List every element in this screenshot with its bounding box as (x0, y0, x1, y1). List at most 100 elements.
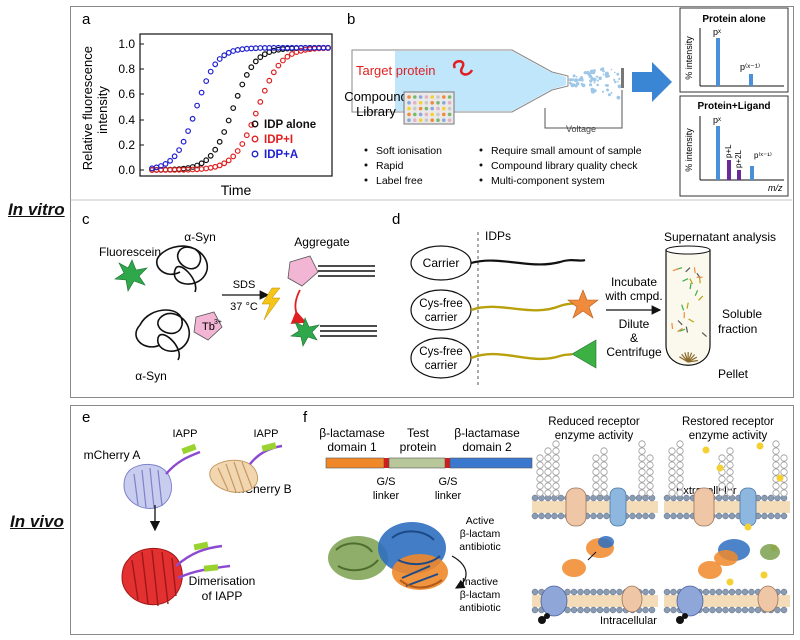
tb-label: Tb (202, 321, 215, 333)
bullet-text: Require small amount of sample (491, 145, 642, 157)
glyco-bead (772, 482, 780, 490)
data-point (243, 132, 250, 139)
tube-fragment (682, 278, 689, 282)
panel-b-letter: b (347, 11, 355, 28)
droplet (616, 95, 621, 100)
voltage-circuit (544, 90, 623, 129)
glyco-bead (676, 447, 684, 455)
test-protein-label: Test (407, 426, 430, 440)
data-point (239, 81, 246, 88)
well (407, 95, 411, 99)
glyco-bead (544, 461, 552, 469)
glyco-bead (668, 447, 676, 455)
incubate-label: Incubate (611, 275, 657, 289)
data-point (230, 153, 237, 160)
droplet (607, 93, 611, 97)
lipid-head (603, 512, 610, 520)
data-point (234, 47, 241, 53)
quench-arrow (290, 289, 307, 324)
cys-carrier-label: carrier (425, 312, 458, 324)
lipid-head (635, 512, 643, 520)
well (447, 106, 452, 111)
well (430, 106, 435, 111)
data-point (230, 48, 237, 54)
lipid-head (648, 512, 656, 520)
data-point (257, 98, 264, 105)
lipid-head (557, 494, 565, 502)
lipid-head (570, 606, 578, 614)
glyco-bead (544, 482, 552, 490)
glyco-bead (592, 454, 600, 462)
glyco-bead (600, 468, 608, 476)
spectrum-protein-ligand (679, 95, 789, 197)
bullet-icon (479, 178, 483, 182)
glyco-bead (718, 475, 726, 483)
lipid-head (748, 588, 755, 596)
well-plate-wells (407, 95, 452, 122)
data-point (252, 110, 259, 117)
lipid-head (531, 512, 539, 520)
idps-label: IDPs (485, 229, 511, 243)
droplet (613, 78, 616, 81)
lipid-head (531, 588, 539, 596)
data-point (194, 102, 201, 109)
data-point (243, 71, 250, 78)
glyco-bead (726, 447, 734, 455)
data-point (203, 157, 210, 164)
glyco-bead (668, 468, 676, 476)
data-point (171, 153, 178, 160)
well (424, 101, 429, 105)
glyco-bead (772, 447, 780, 455)
data-point (212, 61, 219, 68)
peak-label: p+L (724, 144, 733, 158)
tube-fragment (677, 320, 683, 326)
y-tick-label: 0.2 (118, 138, 135, 152)
domain-1-label: domain 1 (327, 440, 377, 454)
droplet (581, 83, 586, 88)
lipid-head (715, 494, 723, 502)
droplet (568, 78, 573, 82)
domain-2-label: β-lactamase (454, 426, 520, 440)
lipid-head (728, 588, 736, 596)
inactive-antibiotic-label: antibiotic (459, 602, 500, 614)
data-point (230, 105, 237, 111)
lipid-head (754, 606, 762, 614)
gs-linker-label: G/S (377, 476, 396, 488)
lipid-head (590, 606, 597, 614)
glyco-bead (668, 489, 676, 497)
glyco-bead (772, 461, 780, 469)
mcherry-a-label: mCherry A (84, 448, 141, 462)
droplet (569, 81, 572, 85)
legend-label: IDP+A (264, 149, 298, 161)
well (447, 101, 452, 105)
glyco-bead (536, 468, 544, 476)
data-point (248, 122, 255, 128)
cys-carrier-label: Cys-free (419, 298, 462, 310)
spectrum-peak (737, 170, 741, 180)
lipid-head (609, 588, 617, 596)
spectrum-peak (749, 74, 753, 86)
droplet (592, 77, 597, 82)
dimerisation-label: Dimerisation (189, 574, 256, 588)
fluorescein-label: Fluorescein (99, 245, 161, 259)
glyco-bead (726, 454, 734, 462)
lipid-head (676, 512, 684, 520)
glyco-bead (718, 454, 726, 462)
lipid-head (648, 588, 656, 596)
iapp-label: IAPP (172, 428, 197, 440)
inactive-antibiotic-label: β-lactam (460, 589, 501, 601)
data-point (221, 52, 228, 59)
glyco-bead (726, 482, 734, 490)
glyco-bead (676, 454, 684, 462)
droplet (597, 79, 599, 82)
well (436, 118, 440, 122)
data-point (162, 160, 169, 167)
tube-rim (665, 245, 711, 255)
data-point (234, 148, 241, 154)
glyco-bead (676, 489, 684, 497)
lipid-head (583, 606, 591, 614)
data-point (194, 162, 201, 169)
spectrum-peak (727, 160, 731, 180)
test-protein-label: protein (400, 440, 437, 454)
tube-fragment (689, 278, 694, 285)
